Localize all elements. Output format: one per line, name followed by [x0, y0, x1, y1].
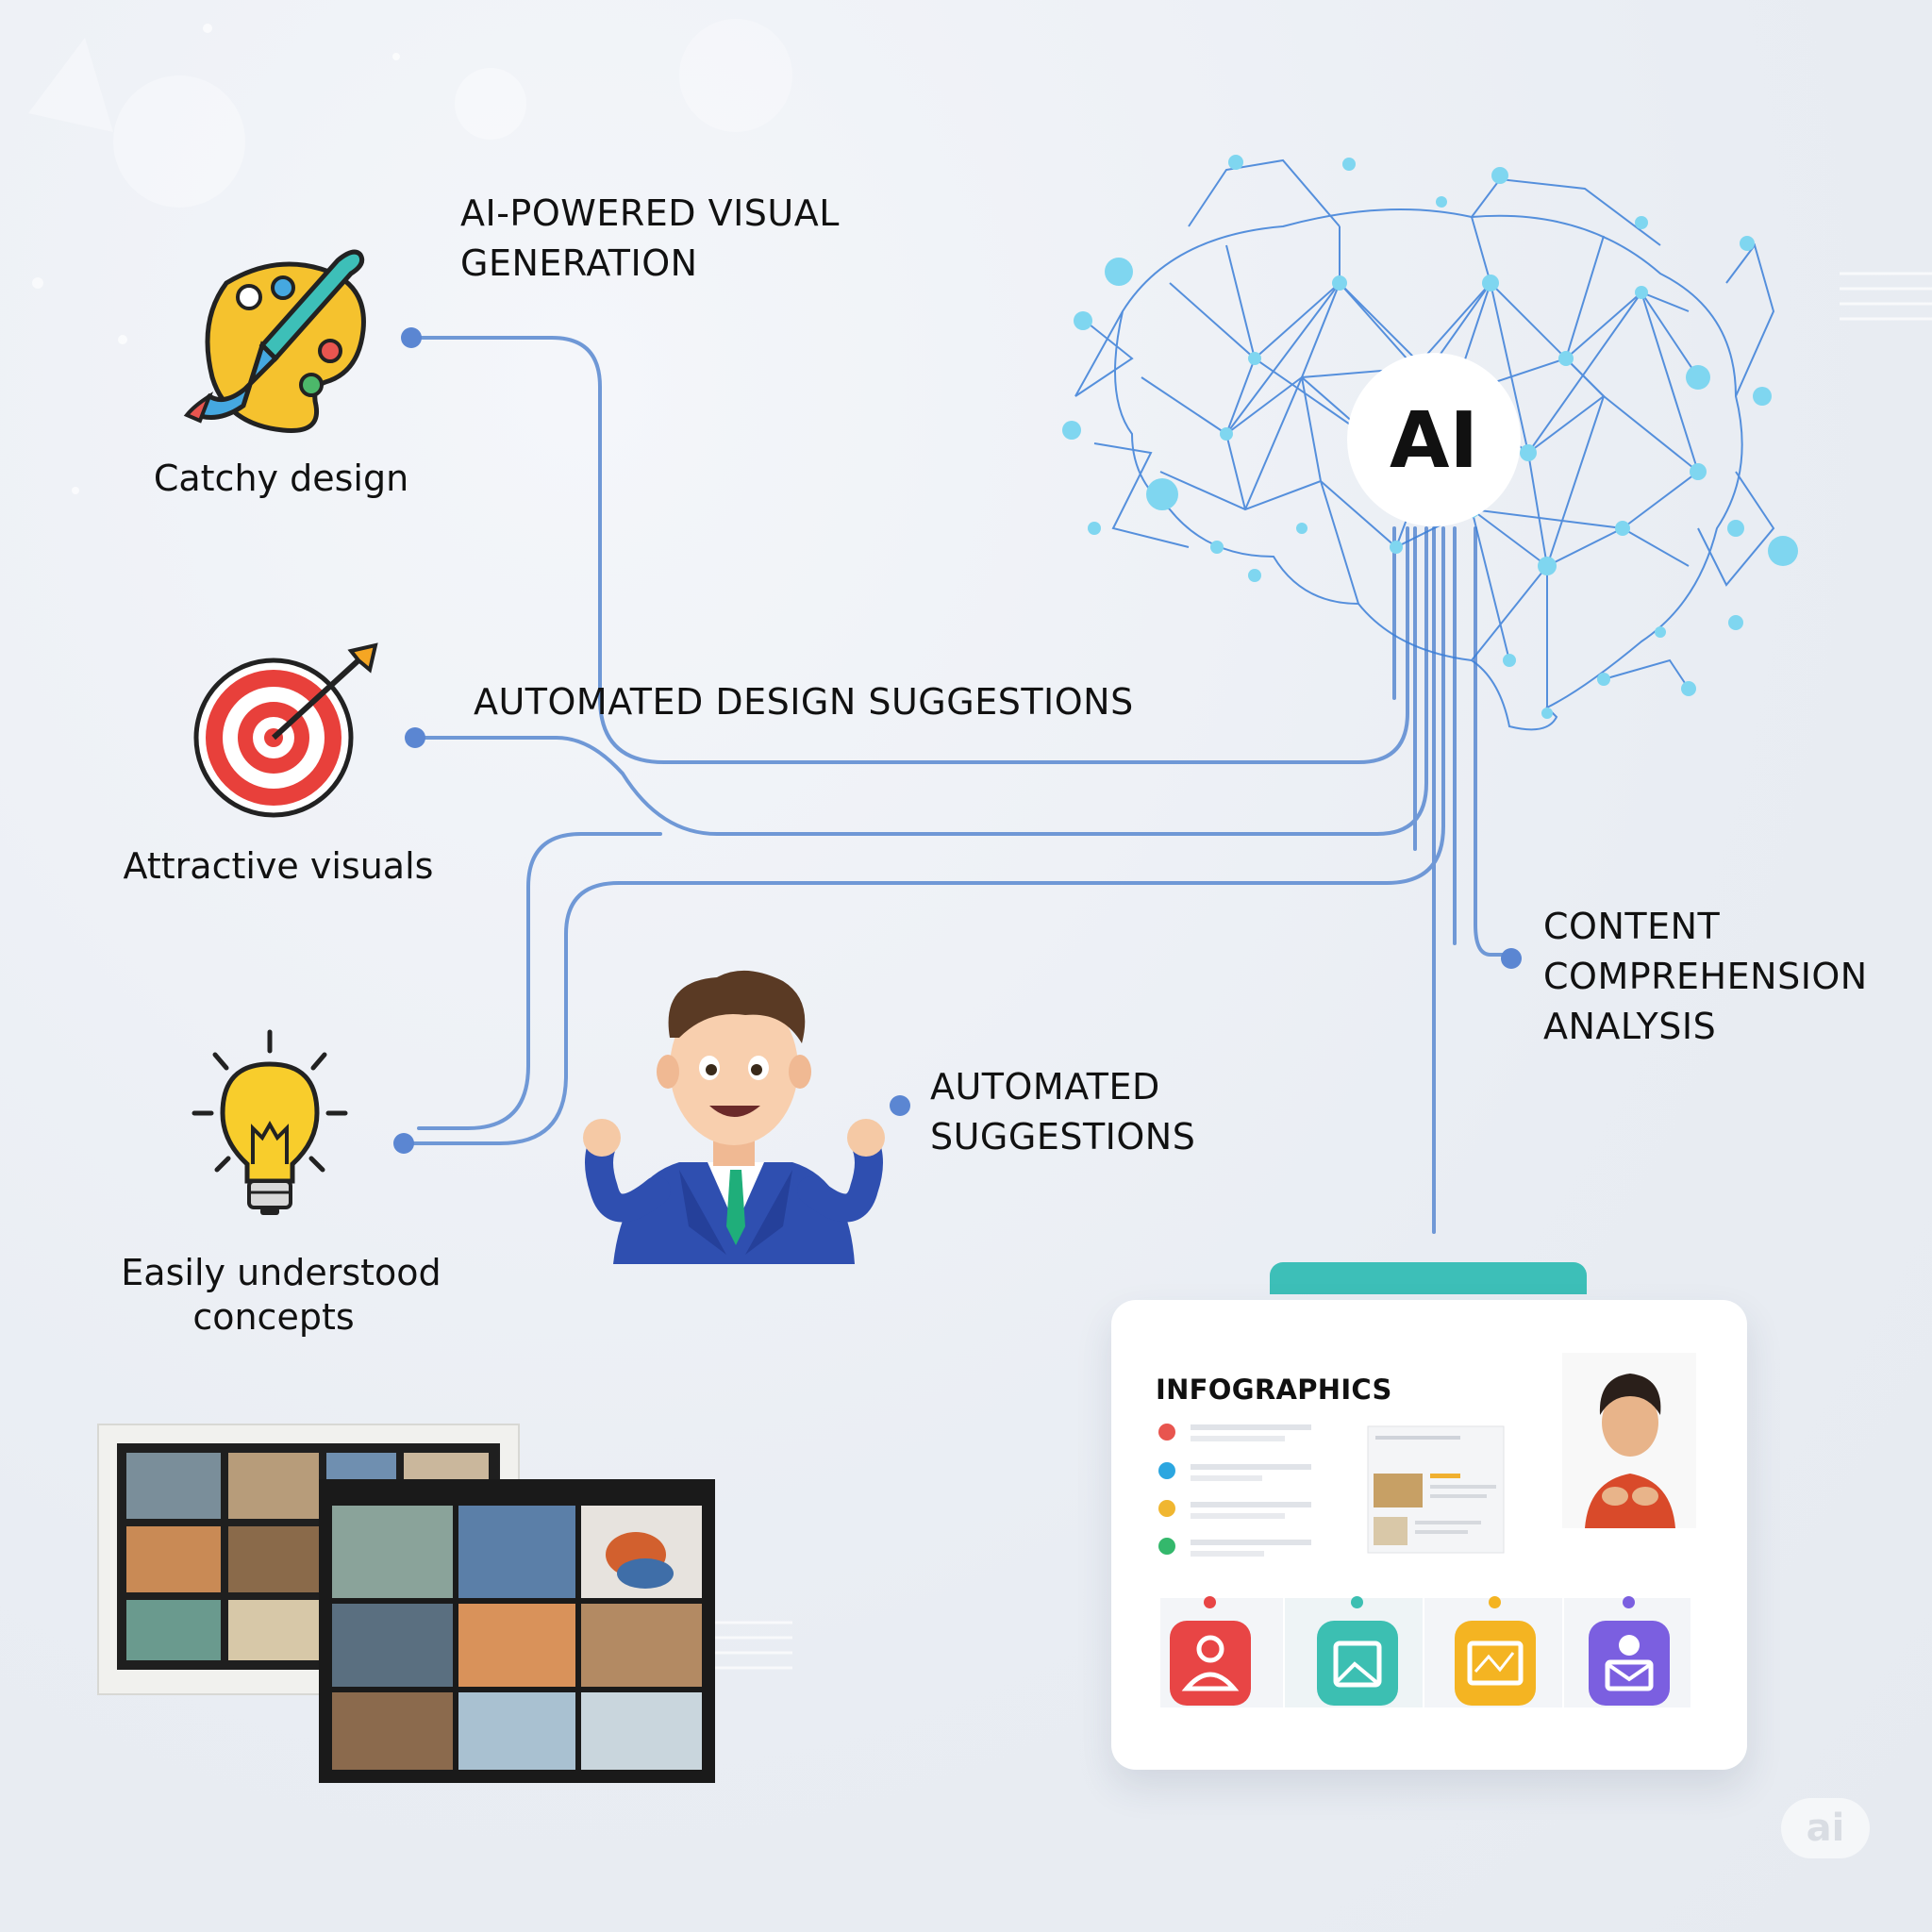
- light-bulb-icon: [192, 1029, 348, 1215]
- heading-suggestions-line2: SUGGESTIONS: [930, 1116, 1196, 1158]
- heading-content-analysis-line2: COMPREHENSION: [1543, 956, 1868, 997]
- infographic-list: [1158, 1424, 1311, 1557]
- connector-dot: [1501, 948, 1522, 969]
- heading-suggestions-line1: AUTOMATED: [930, 1066, 1160, 1108]
- ai-badge-circle: [1347, 353, 1521, 526]
- watermark-logo: ai: [1781, 1798, 1870, 1858]
- tile-dot: [1351, 1596, 1363, 1608]
- connector-concepts-1: [417, 832, 662, 1130]
- connector-dot: [393, 1133, 414, 1154]
- connector-dot: [401, 327, 422, 348]
- connector-content-analysis: [1474, 526, 1511, 957]
- connector-visual-generation: [409, 336, 1409, 764]
- tile-dot: [1204, 1596, 1216, 1608]
- target-icon: [193, 642, 378, 818]
- caption-easily-understood-line1: Easily understood: [121, 1252, 441, 1293]
- heading-visual-generation-line1: AI-POWERED VISUAL: [460, 192, 840, 234]
- map-icon: [1455, 1621, 1536, 1706]
- list-bullet-icon: [1158, 1500, 1175, 1517]
- list-bullet-icon: [1158, 1538, 1175, 1555]
- caption-attractive-visuals: Attractive visuals: [123, 845, 434, 887]
- infographics-title: INFOGRAPHICS: [1156, 1374, 1392, 1406]
- heading-content-analysis-line3: ANALYSIS: [1543, 1006, 1717, 1047]
- caption-catchy-design: Catchy design: [153, 458, 409, 499]
- caption-easily-understood-line2: concepts: [192, 1296, 355, 1338]
- list-bullet-icon: [1158, 1424, 1175, 1441]
- person-card-icon: [1170, 1621, 1251, 1706]
- ai-badge: AI: [1390, 396, 1478, 486]
- heading-content-analysis-line1: CONTENT: [1543, 906, 1721, 947]
- palette-icon: [183, 249, 366, 433]
- infographics-panel-tab: [1270, 1262, 1587, 1294]
- tile-dot: [1623, 1596, 1635, 1608]
- heading-design-suggestions: AUTOMATED DESIGN SUGGESTIONS: [474, 681, 1134, 723]
- document-thumbnail: [1367, 1425, 1505, 1554]
- connector-dot: [890, 1095, 910, 1116]
- heading-visual-generation-line2: GENERATION: [460, 242, 698, 284]
- connector-dot: [405, 727, 425, 748]
- presenter-avatar: [1562, 1353, 1696, 1528]
- tile-dot: [1489, 1596, 1501, 1608]
- list-bullet-icon: [1158, 1462, 1175, 1479]
- connector-concepts-2: [404, 526, 1445, 1145]
- chat-image-icon: [1317, 1621, 1398, 1706]
- mail-person-icon: [1589, 1621, 1670, 1706]
